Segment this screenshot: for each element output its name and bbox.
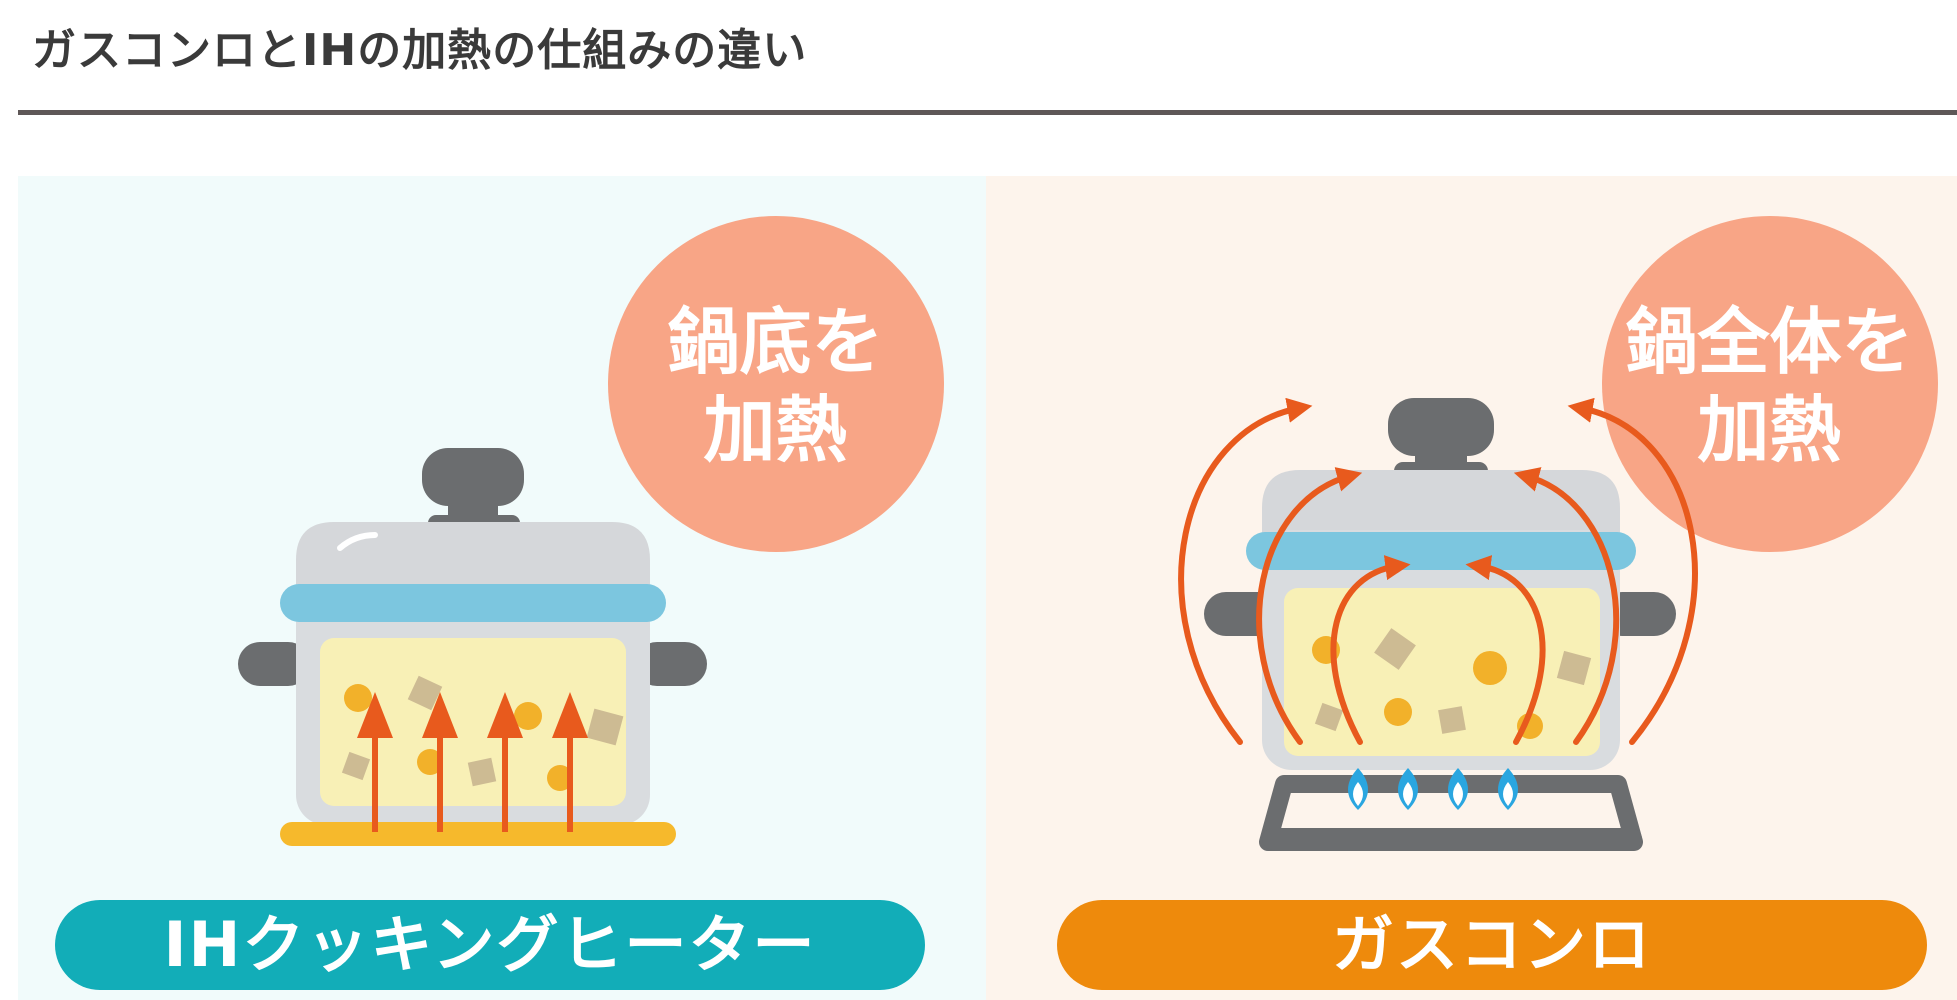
gas-arrow-mid-right [1513,467,1620,745]
gas-arrow-inner-right [1465,555,1546,745]
title-divider [18,110,1957,115]
ih-pot [238,448,707,825]
gas-pot-band [1246,532,1636,570]
gas-arrow-mid-left [1256,467,1363,745]
ih-handle-left [238,642,310,686]
gas-soup [1284,588,1600,756]
ih-bubble-text: 鍋底を 加熱 [608,298,943,474]
ih-handle-right [635,642,707,686]
gas-bubble [1602,216,1938,552]
gas-bubble-line2: 加熱 [1697,388,1842,472]
ih-pot-band [280,584,666,622]
ih-label-bg [55,900,925,990]
gas-arrow-outer-left [1178,397,1313,745]
ih-bubble [608,216,944,552]
ih-bubble-line2: 加熱 [703,388,848,472]
gas-heat-arrows [1178,397,1698,745]
ih-lid [296,522,650,596]
page-title: ガスコンロとIHの加熱の仕組みの違い [32,25,808,76]
ih-label: IHクッキングヒーター [163,908,817,981]
gas-flames [1348,768,1518,810]
gas-arrow-inner-left [1330,555,1411,745]
gas-arrow-outer-right [1567,397,1698,745]
ih-heater-plate [280,822,676,846]
gas-label-bg [1057,900,1927,990]
ih-soup [320,638,626,806]
ih-heat-arrows [357,692,588,832]
ih-bubble-line1: 鍋底を [667,300,884,384]
gas-bubble-text: 鍋全体を 加熱 [1602,298,1937,474]
gas-label: ガスコンロ [1331,908,1652,981]
gas-bubble-line1: 鍋全体を [1625,300,1914,384]
gas-burner [1259,775,1643,851]
gas-lid-knob [1388,398,1494,456]
gas-lid [1262,470,1620,538]
ih-lid-knob [422,448,524,506]
